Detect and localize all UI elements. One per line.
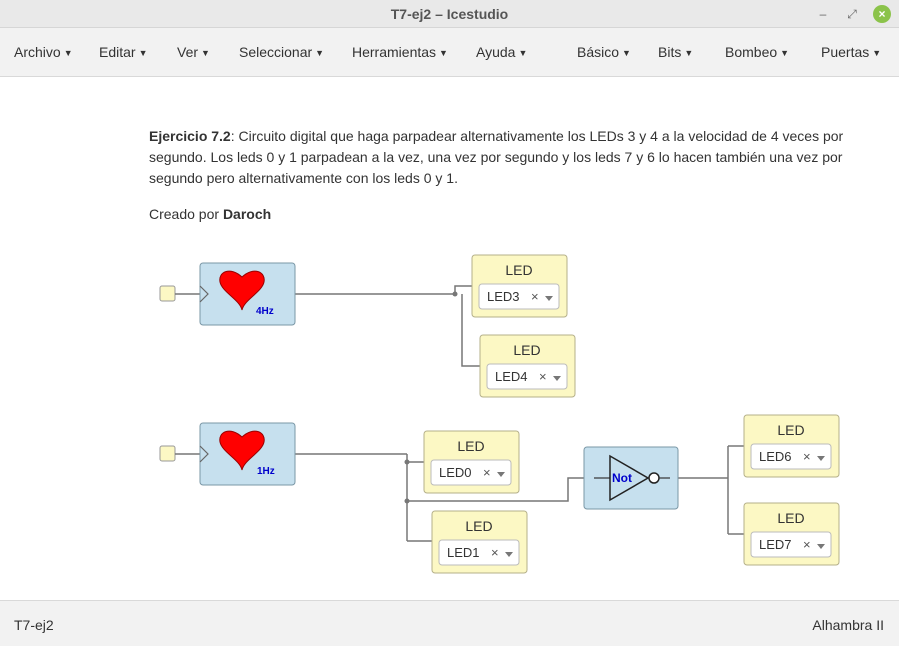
caret-down-icon: ▼ (684, 48, 694, 58)
menu-label: Ayuda (476, 44, 516, 60)
pin-select[interactable] (430, 459, 512, 486)
clear-icon[interactable]: × (491, 545, 499, 560)
pin-select-value: LED6 (759, 449, 792, 464)
caret-down-icon: ▼ (201, 48, 210, 58)
credit-author: Daroch (222, 206, 272, 222)
pin-select-value: LED3 (487, 289, 520, 304)
heartbeat-1hz-block[interactable]: 1Hz (199, 422, 296, 486)
wires-group-2 (295, 445, 744, 542)
menu-ayuda[interactable]: Ayuda▼ (476, 44, 527, 60)
close-button[interactable]: × (873, 5, 891, 23)
pin-select-value: LED0 (439, 465, 472, 480)
clock-input-icon (199, 445, 209, 463)
menu-label: Bombeo (725, 44, 778, 60)
menu-archivo[interactable]: Archivo▼ (14, 44, 73, 60)
credit-block[interactable]: Creado por Daroch (149, 206, 271, 222)
clear-icon[interactable]: × (483, 465, 491, 480)
minimize-button[interactable]: – (819, 7, 827, 21)
led-block-led4[interactable]: LED LED4 × (479, 334, 576, 398)
menu-label: Seleccionar (239, 44, 313, 60)
led-block-led0[interactable]: LED LED0 × (423, 430, 520, 494)
not-gate-block[interactable]: Not (583, 446, 679, 510)
pin-select-value: LED4 (495, 369, 528, 384)
menu-label: Bits (658, 44, 682, 60)
caret-down-icon: ▼ (872, 48, 882, 58)
not-gate-label: Not (612, 471, 632, 485)
led-block-led1[interactable]: LED LED1 × (431, 510, 528, 574)
project-name: T7-ej2 (14, 617, 54, 633)
pin-select-value: LED1 (447, 545, 480, 560)
caret-down-icon: ▼ (622, 48, 631, 58)
input-pin[interactable] (159, 285, 176, 302)
pin-select-value: LED7 (759, 537, 792, 552)
info-heading: Ejercicio 7.2 (149, 128, 231, 144)
pin-select[interactable] (478, 283, 560, 310)
info-text: : Circuito digital que haga parpadear al… (149, 128, 844, 186)
menu-puertas[interactable]: Puertas▼ (821, 44, 881, 60)
menu-label: Herramientas (352, 44, 437, 60)
window-title: T7-ej2 – Icestudio (390, 6, 509, 22)
chevron-down-icon[interactable] (545, 296, 553, 301)
design-canvas[interactable]: Ejercicio 7.2: Circuito digital que haga… (0, 78, 899, 600)
caret-down-icon: ▼ (315, 48, 325, 58)
wire-junction (404, 459, 410, 465)
led-title: LED (465, 518, 492, 534)
menu-label: Ver (177, 44, 199, 60)
chevron-down-icon[interactable] (505, 552, 513, 557)
caret-down-icon: ▼ (138, 48, 148, 58)
circuit-diagram: 4Hz 1Hz Not LED LED3 × (159, 254, 840, 574)
not-gate-icon (609, 454, 650, 502)
menu-label: Editar (99, 44, 136, 60)
heart-frequency-label: 4Hz (256, 306, 274, 317)
pin-select[interactable] (750, 531, 832, 558)
led-block-led7[interactable]: LED LED7 × (743, 502, 840, 566)
menu-ver[interactable]: Ver▼ (177, 44, 210, 60)
wires-group-1 (295, 285, 480, 367)
pin-select[interactable] (486, 363, 568, 390)
caret-down-icon: ▼ (518, 48, 528, 58)
led-title: LED (505, 262, 532, 278)
led-title: LED (777, 510, 804, 526)
clear-icon[interactable]: × (803, 537, 811, 552)
heart-frequency-label: 1Hz (257, 466, 275, 477)
pin-select[interactable] (438, 539, 520, 566)
info-block[interactable]: Ejercicio 7.2: Circuito digital que haga… (149, 126, 849, 189)
caret-down-icon: ▼ (63, 48, 73, 58)
menu-label: Puertas (821, 44, 870, 60)
wire-junction (452, 291, 458, 297)
chevron-down-icon[interactable] (817, 456, 825, 461)
menu-bar: Archivo▼ Editar▼ Ver▼ Seleccionar▼ Herra… (0, 28, 899, 77)
chevron-down-icon[interactable] (553, 376, 561, 381)
pin-select[interactable] (750, 443, 832, 470)
input-pin[interactable] (159, 445, 176, 462)
menu-bombeo[interactable]: Bombeo▼ (725, 44, 789, 60)
led-title: LED (513, 342, 540, 358)
title-bar: T7-ej2 – Icestudio – ⤢ × (0, 0, 899, 28)
menu-label: Archivo (14, 44, 61, 60)
caret-down-icon: ▼ (780, 48, 790, 58)
led-title: LED (457, 438, 484, 454)
chevron-down-icon[interactable] (497, 472, 505, 477)
clear-icon[interactable]: × (539, 369, 547, 384)
wire-junction (404, 498, 410, 504)
board-name[interactable]: Alhambra II (812, 617, 884, 633)
heartbeat-4hz-block[interactable]: 4Hz (199, 262, 296, 326)
clear-icon[interactable]: × (531, 289, 539, 304)
menu-bits[interactable]: Bits▼ (658, 44, 693, 60)
menu-label: Básico (577, 44, 620, 60)
status-bar: T7-ej2 Alhambra II (0, 600, 899, 646)
clock-input-icon (199, 285, 209, 303)
led-title: LED (777, 422, 804, 438)
caret-down-icon: ▼ (439, 48, 448, 58)
chevron-down-icon[interactable] (817, 544, 825, 549)
menu-seleccionar[interactable]: Seleccionar▼ (239, 44, 324, 60)
credit-prefix: Creado por (149, 206, 223, 222)
menu-editar[interactable]: Editar▼ (99, 44, 148, 60)
restore-button[interactable]: ⤢ (847, 7, 857, 21)
led-block-led3[interactable]: LED LED3 × (471, 254, 568, 318)
clear-icon[interactable]: × (803, 449, 811, 464)
menu-basico[interactable]: Básico▼ (577, 44, 631, 60)
menu-herramientas[interactable]: Herramientas▼ (352, 44, 448, 60)
led-block-led6[interactable]: LED LED6 × (743, 414, 840, 478)
